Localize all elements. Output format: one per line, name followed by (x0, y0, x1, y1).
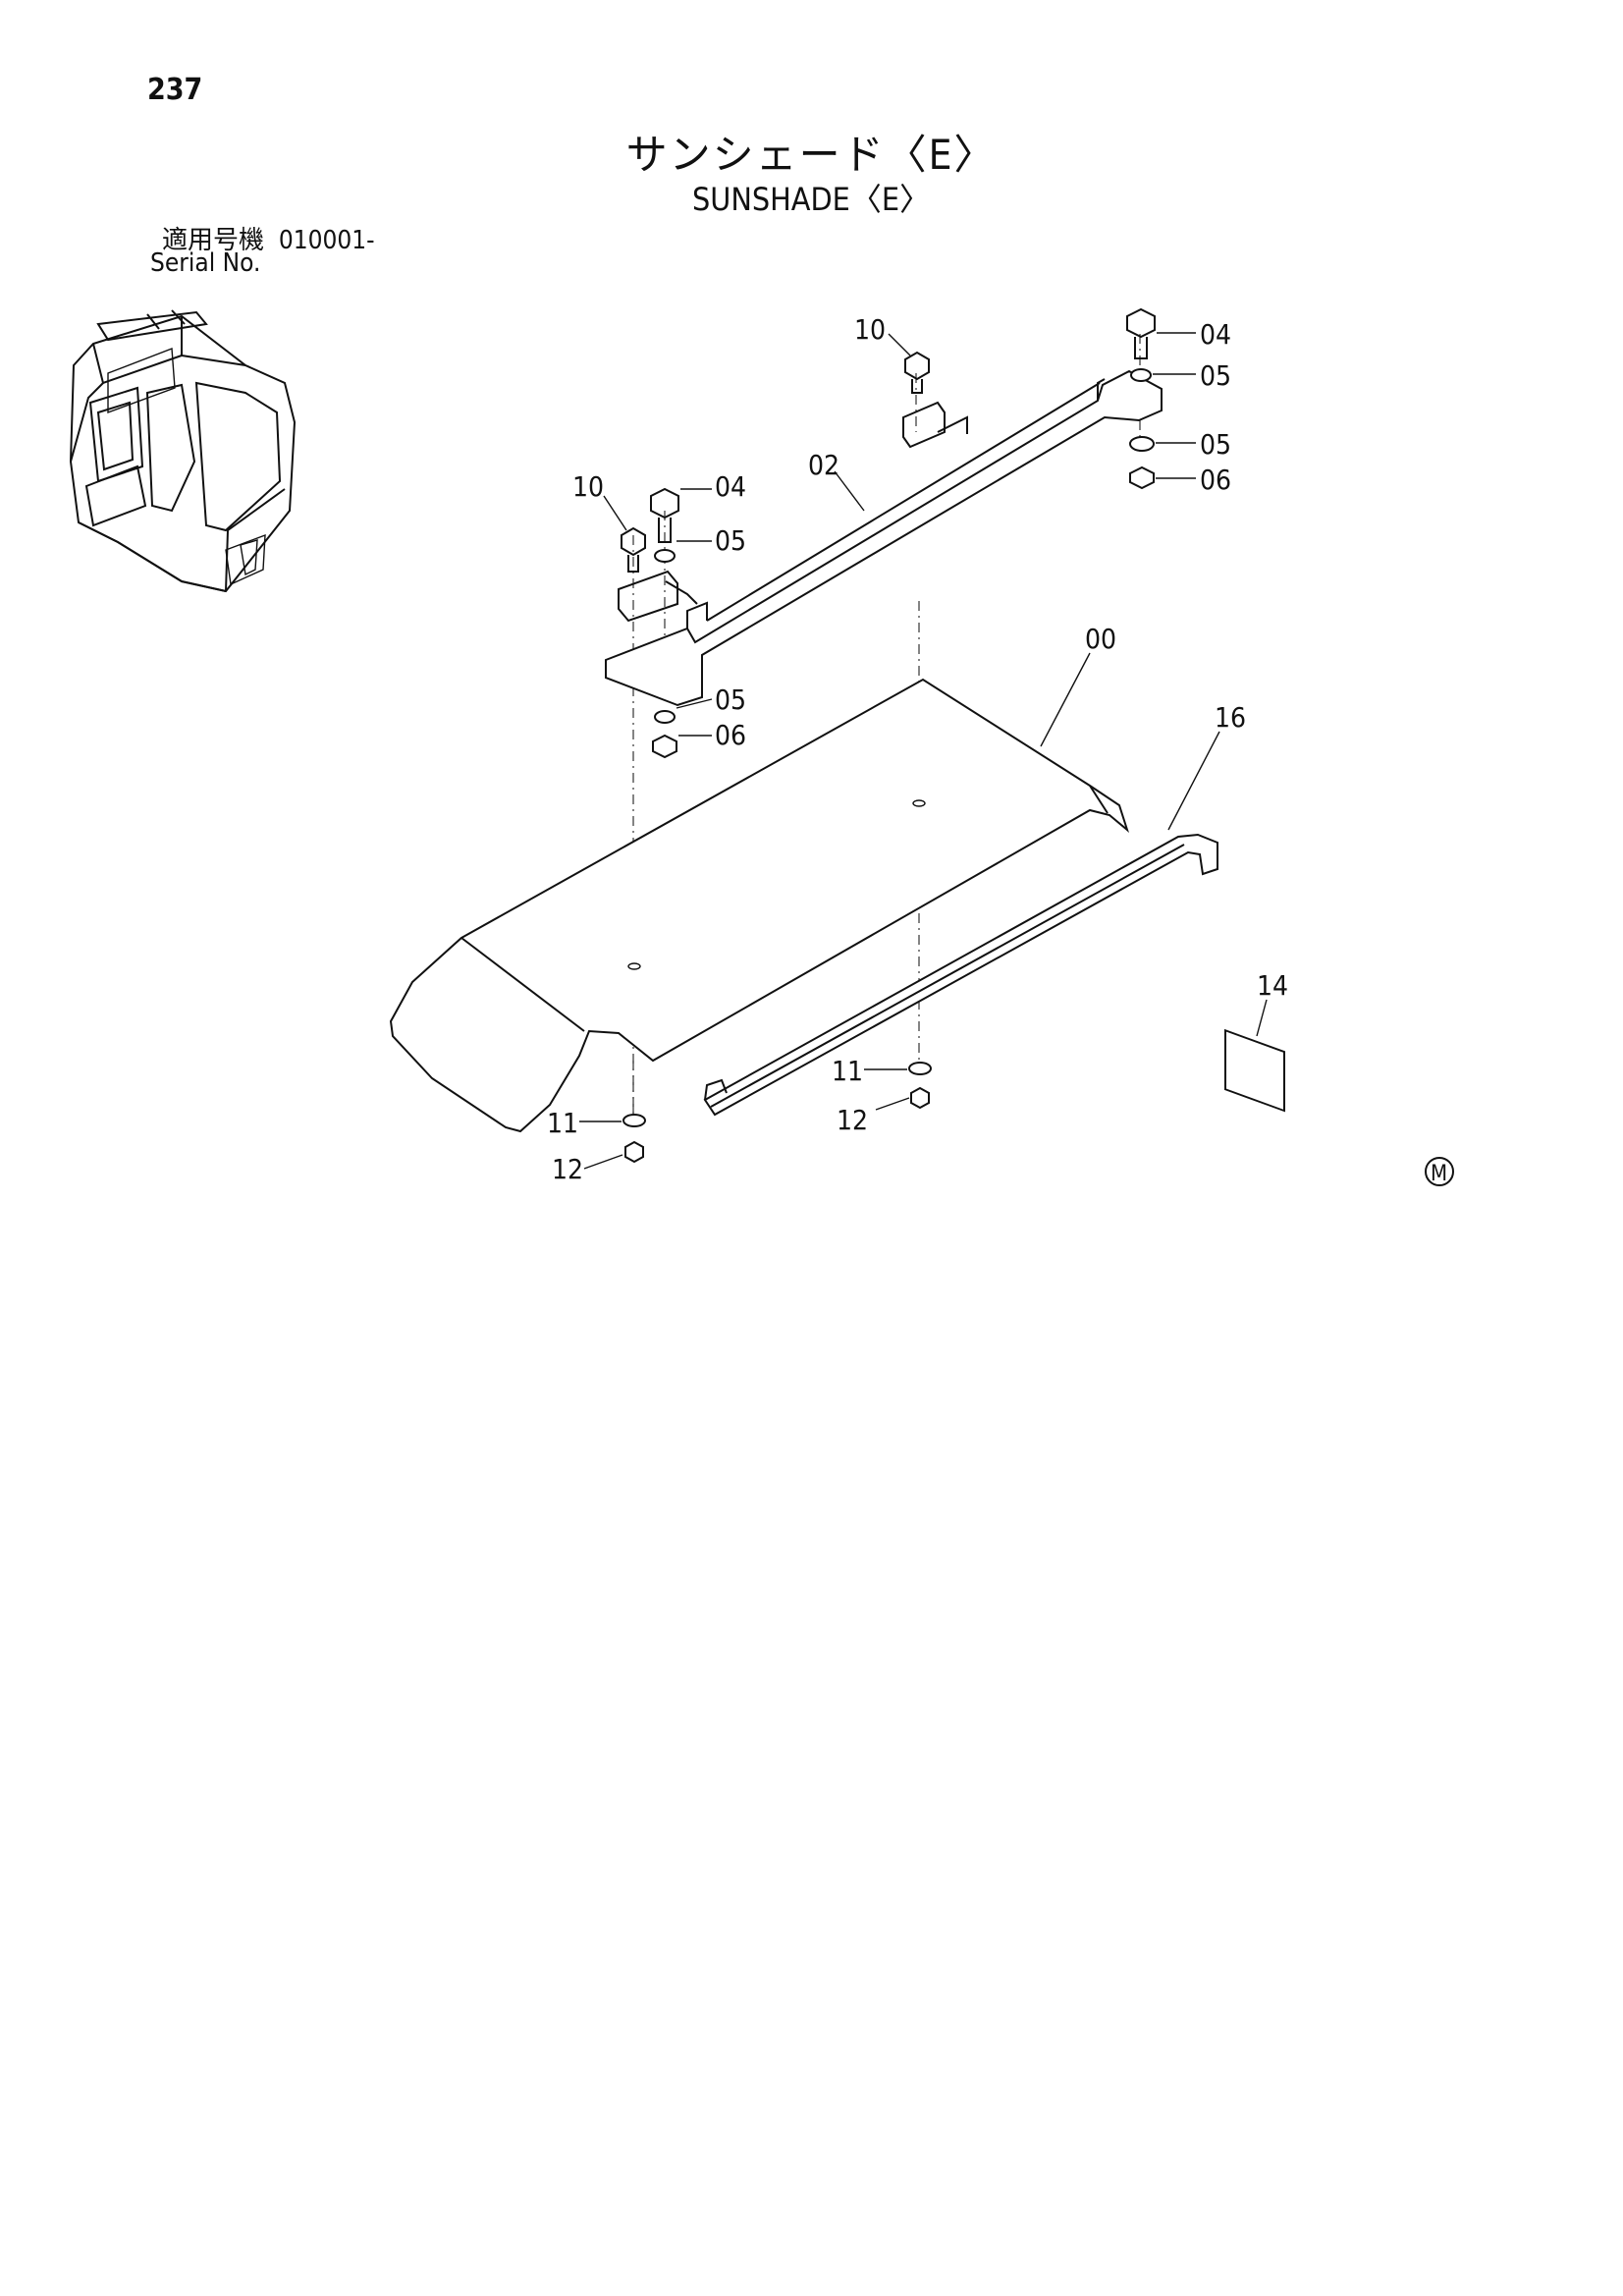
callout-10-left: 10 (572, 470, 604, 503)
callout-12-left: 12 (552, 1153, 583, 1185)
bracket-02 (605, 369, 1163, 707)
serial-range: 010001- (278, 226, 375, 255)
sunshade-00 (389, 678, 1129, 1133)
cab-thumbnail (69, 309, 297, 593)
serial-label-jp: 適用号機 (162, 226, 265, 255)
hardware (621, 307, 1156, 1164)
callout-04-left: 04 (715, 470, 746, 503)
serial-label-en: Serial No. (150, 248, 261, 278)
callout-11-right: 11 (832, 1055, 863, 1087)
callout-04-right: 04 (1200, 318, 1231, 351)
callout-05-left-lower: 05 (715, 683, 746, 716)
callout-05-right-top: 05 (1200, 359, 1231, 392)
callout-labels: 10 04 05 05 06 10 04 05 02 00 05 06 16 1… (547, 313, 1288, 1185)
callout-06-left: 06 (715, 719, 746, 751)
callout-00: 00 (1085, 623, 1116, 655)
circled-m-mark: M (1425, 1157, 1454, 1186)
callout-05-right-lower: 05 (1200, 428, 1231, 461)
label-14 (1224, 1028, 1285, 1113)
callout-10-center: 10 (854, 313, 886, 346)
callout-05-left-top: 05 (715, 524, 746, 557)
title-japanese: サンシェード〈E〉 (625, 131, 998, 179)
callout-02: 02 (808, 449, 839, 481)
leader-lines (579, 332, 1268, 1170)
callout-06-right: 06 (1200, 464, 1231, 496)
serial-range-line: 適用号機 010001- (162, 220, 375, 256)
callout-16: 16 (1215, 701, 1246, 734)
callout-12-right: 12 (837, 1104, 868, 1136)
callout-11-left: 11 (547, 1107, 578, 1139)
mark-letter: M (1431, 1162, 1447, 1186)
page-number: 237 (147, 73, 203, 107)
callout-14: 14 (1257, 969, 1288, 1002)
title-english: SUNSHADE〈E〉 (691, 181, 932, 218)
seal-strip-16 (703, 833, 1218, 1117)
